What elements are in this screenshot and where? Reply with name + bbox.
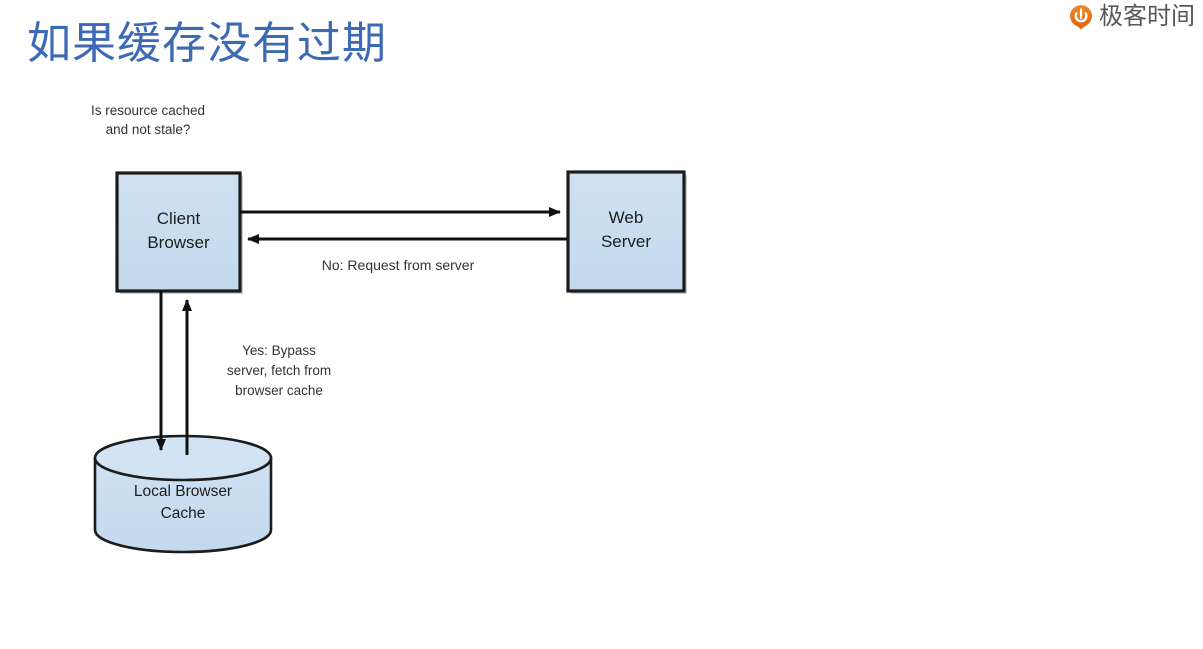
geektime-drop-icon bbox=[1068, 4, 1094, 30]
page-title: 如果缓存没有过期 bbox=[27, 19, 387, 68]
node-client-browser bbox=[115, 171, 242, 293]
annotation-question: Is resource cached and not stale? bbox=[90, 103, 206, 137]
node-web-server bbox=[566, 170, 686, 293]
brand-logo: 极客时间 bbox=[1068, 4, 1195, 30]
brand-name: 极客时间 bbox=[1099, 3, 1195, 30]
annotation-yes-branch: Yes: Bypass server, fetch from browser c… bbox=[226, 343, 332, 398]
node-local-browser-cache bbox=[93, 434, 273, 554]
annotation-no-branch: No: Request from server bbox=[321, 257, 475, 273]
